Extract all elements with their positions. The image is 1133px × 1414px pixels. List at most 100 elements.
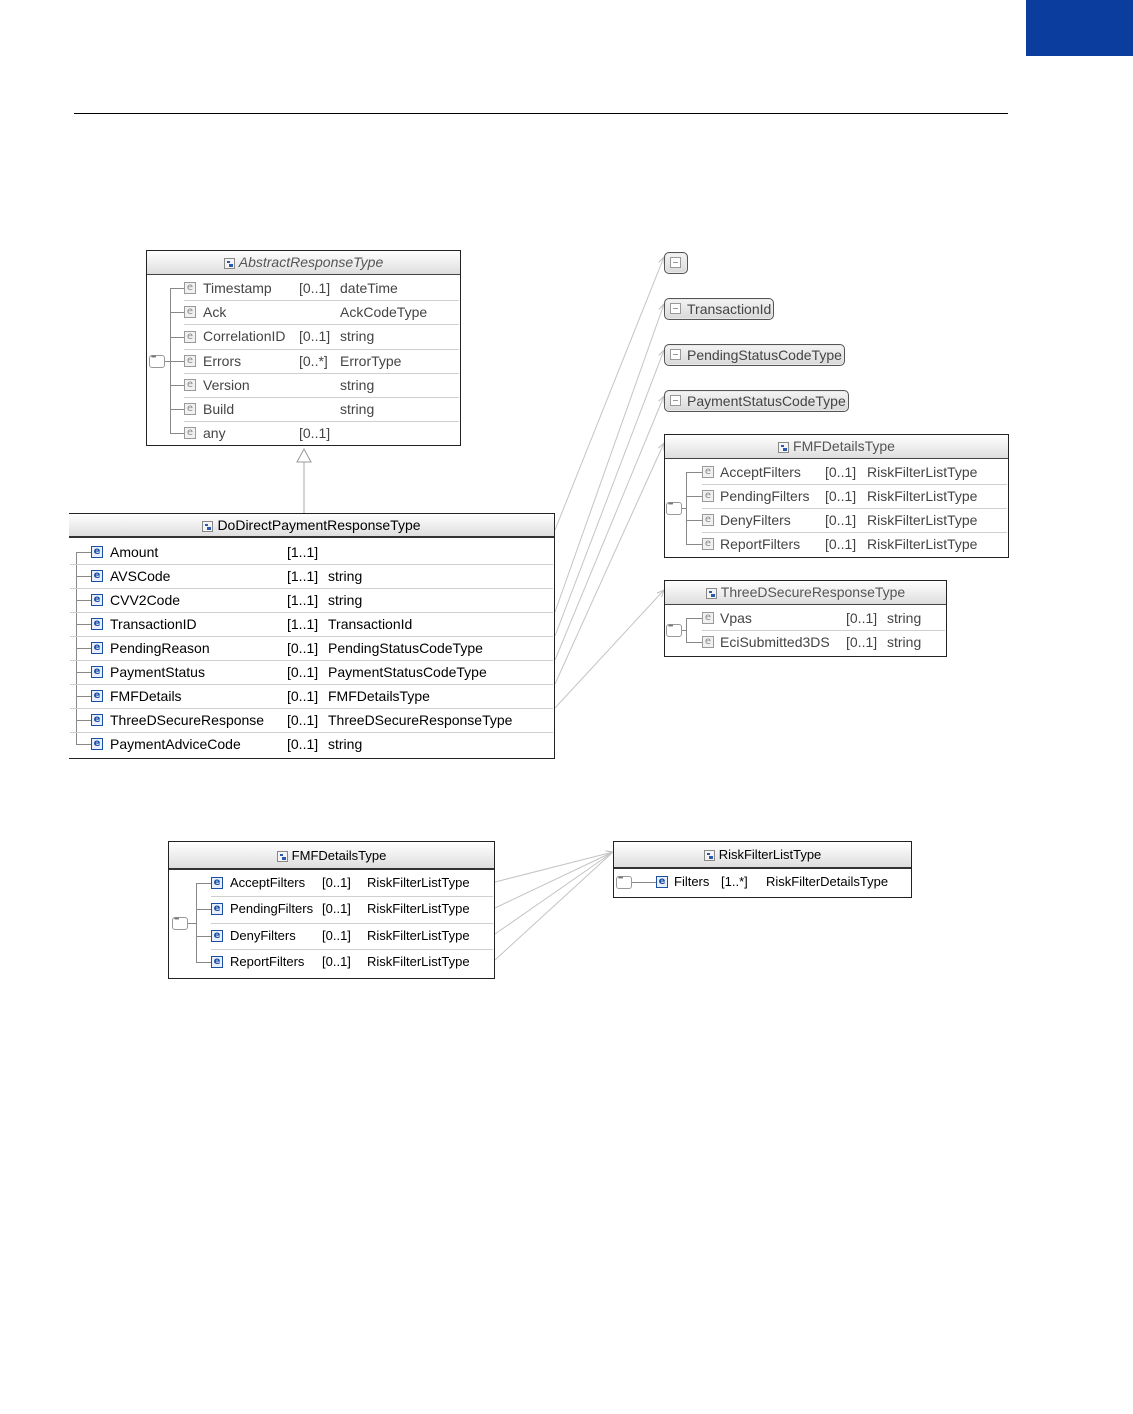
tree-branch [76,744,91,745]
element-icon: e [702,514,714,526]
element-icon: e [91,642,103,654]
element-name: Errors [203,352,242,369]
element-type: TransactionId [328,616,413,632]
three-d-secure-response-type-header: ThreeDSecureResponseType [665,581,946,605]
row-separator [211,948,493,950]
tree-branch [76,600,91,601]
element-type: RiskFilterListType [367,927,470,943]
sequence-icon [616,875,632,889]
element-card: [0..1] [825,536,857,552]
element-type: ThreeDSecureResponseType [328,712,513,728]
sequence-connector [682,630,686,631]
element-name: PendingReason [110,640,210,656]
element-type: string [328,568,363,584]
element-type: FMFDetailsType [328,688,430,704]
element-card: [1..1] [287,568,319,584]
element-card: [1..1] [287,592,319,608]
row-separator [70,564,553,565]
element-card: [0..1] [322,901,351,917]
element-card: [0..1] [287,712,319,728]
tree-branch [76,552,91,553]
simple-type-label: PaymentStatusCodeType [687,393,846,409]
element-icon: e [91,546,103,558]
tree-branch [170,336,184,338]
chapter-tab [1026,0,1133,56]
abstract-response-type-box: AbstractResponseType [146,250,461,446]
tree-branch [640,882,656,883]
element-card: [0..1] [825,488,857,504]
sequence-connector [682,508,686,509]
element-icon: e [211,903,223,916]
header-rule [74,113,1008,114]
element-icon: e [91,666,103,678]
element-card: [0..1] [846,634,878,650]
fmf-details-type-title: FMFDetailsType [291,848,387,863]
element-icon: e [211,929,223,942]
element-icon: e [91,618,103,630]
element-name: Version [203,376,250,393]
element-type: RiskFilterListType [867,512,978,528]
element-type: RiskFilterListType [867,536,978,552]
element-card: [1..1] [287,544,319,560]
tree-branch [196,909,211,911]
fmf-details-type-ref-title: FMFDetailsType [793,438,895,454]
complex-type-icon [223,258,235,269]
element-icon: e [702,490,714,502]
tree-branch [170,360,184,362]
tree-branch [170,288,184,290]
element-name: PaymentAdviceCode [110,736,241,752]
element-icon: e [91,570,103,582]
row-separator [184,372,459,374]
tree-branch [170,384,184,386]
three-d-secure-response-type-title: ThreeDSecureResponseType [720,584,906,600]
element-type: ErrorType [340,352,402,369]
element-name: PendingFilters [720,488,810,504]
element-type: RiskFilterListType [867,464,978,480]
element-icon: e [91,690,103,702]
row-separator [70,732,553,733]
simple-type-pendingstatuscodetype: PendingStatusCodeType [664,344,845,366]
element-card: [1..*] [721,874,748,889]
tree-branch [76,672,91,673]
element-name: any [203,425,226,442]
complex-type-icon [705,588,717,599]
element-icon: e [184,282,196,295]
complex-type-icon [778,442,790,453]
sequence-icon [149,354,165,368]
complex-type-icon [276,851,288,862]
tree-branch [686,472,702,473]
do-direct-payment-response-type-header: DoDirectPaymentResponseType [69,514,554,538]
element-icon: e [184,330,196,343]
risk-filter-list-type-header: RiskFilterListType [614,842,911,869]
element-type: string [887,634,922,650]
element-type: RiskFilterListType [367,901,470,917]
tree-branch [196,962,211,964]
tree-branch [686,642,702,643]
element-type: string [340,376,375,393]
element-icon: e [211,877,223,890]
tree-branch [170,409,184,411]
element-type: RiskFilterListType [867,488,978,504]
element-name: AcceptFilters [230,875,306,890]
row-separator [184,348,459,350]
abstract-response-type-title: AbstractResponseType [238,254,384,270]
element-type: string [340,401,375,417]
element-icon: e [702,538,714,550]
simple-type-label: TransactionId [687,301,772,317]
row-separator [70,660,553,661]
element-name: Amount [110,544,159,560]
element-card: [0..1] [287,688,319,704]
element-type: string [328,592,363,608]
complex-type-icon [703,850,715,861]
simple-type-icon [670,303,681,314]
tree-branch [76,624,91,625]
tree-connector [686,472,687,544]
element-name: CVV2Code [110,592,181,608]
simple-type-icon [670,349,681,360]
element-name: TransactionID [110,616,197,632]
row-separator [211,896,493,898]
element-name: DenyFilters [230,927,296,943]
risk-filter-list-type-title: RiskFilterListType [718,847,822,862]
element-icon: e [184,354,196,367]
element-type: dateTime [340,280,398,296]
